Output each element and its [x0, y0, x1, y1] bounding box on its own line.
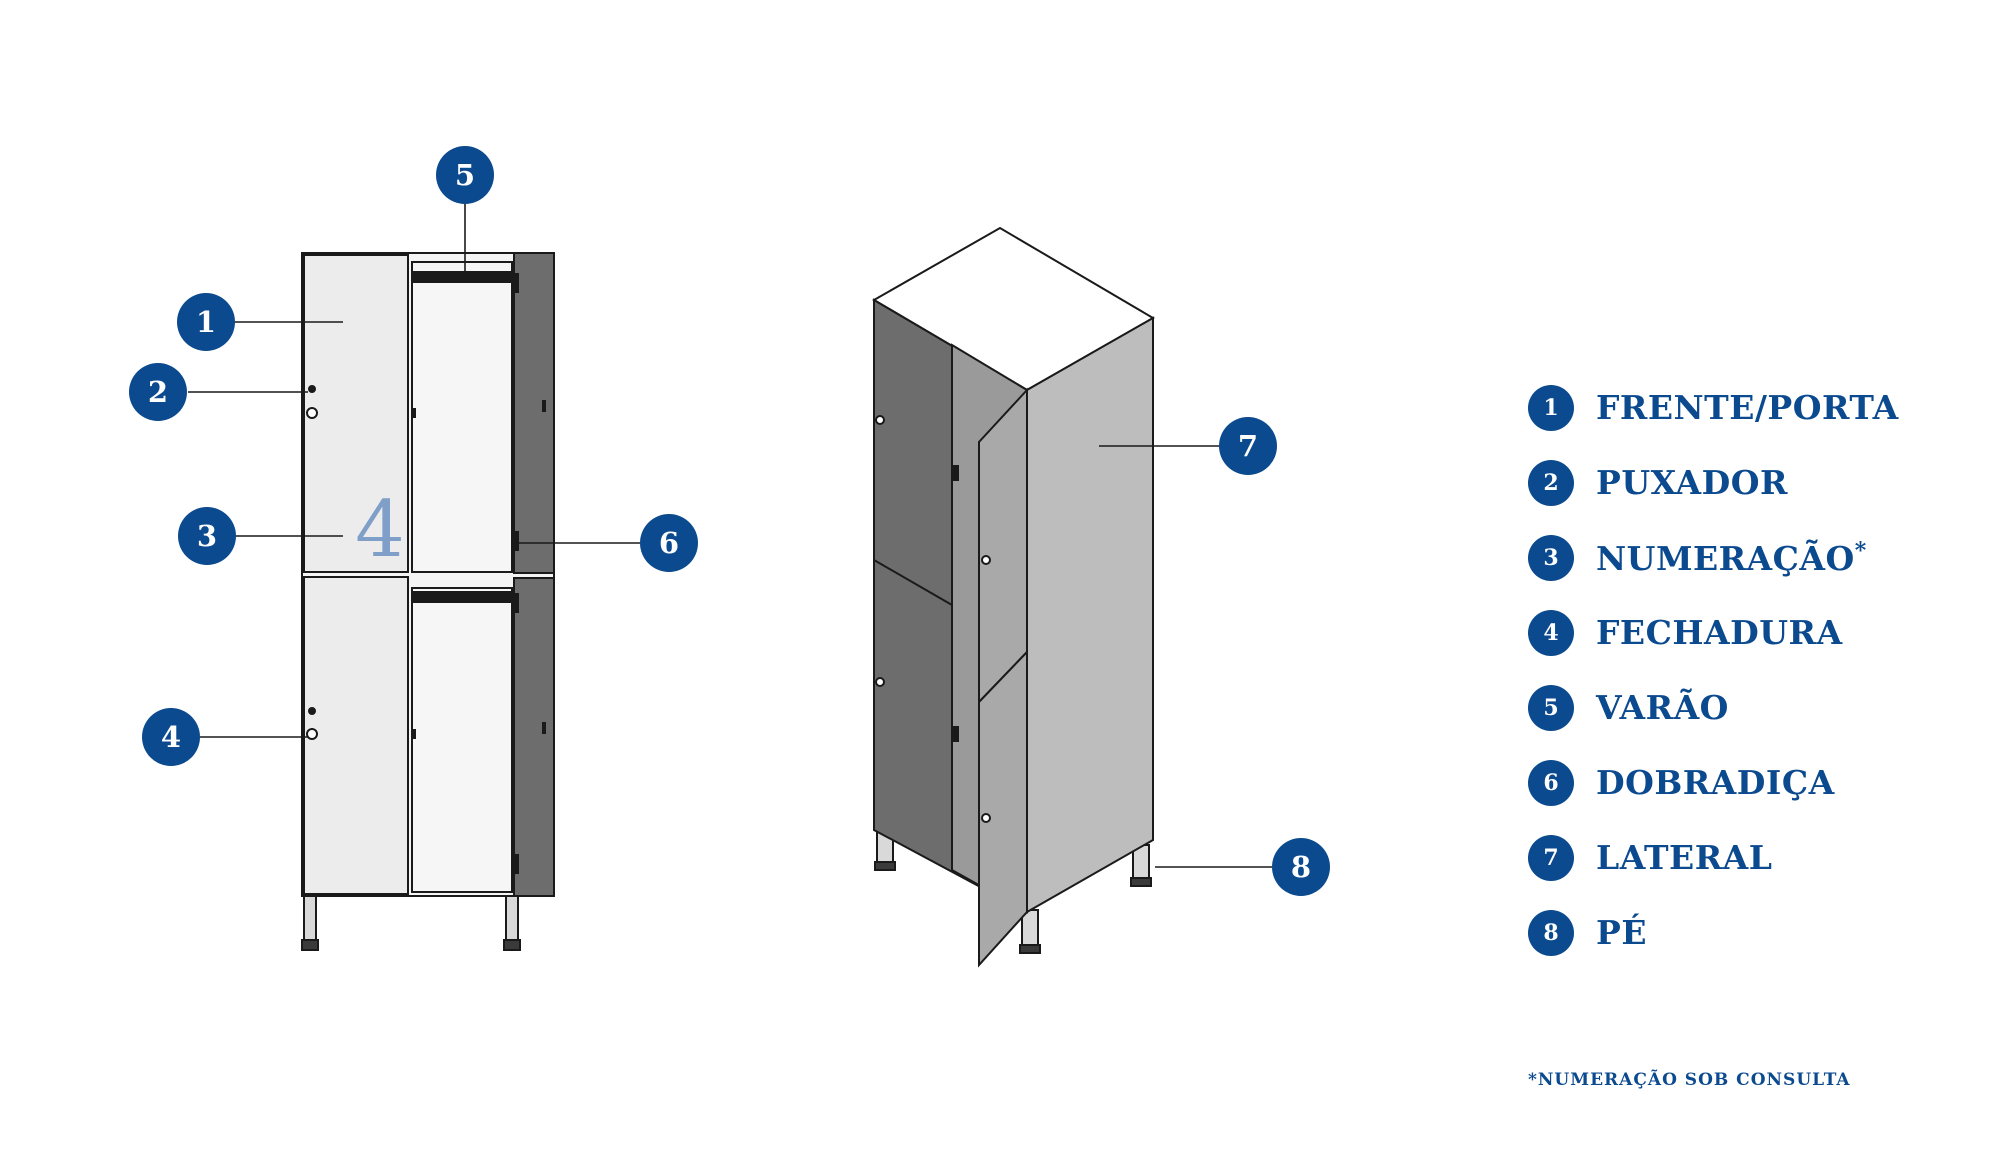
callout-badge-1: 1	[177, 293, 235, 351]
front-view-locker	[301, 252, 555, 951]
hinge-bottom-lower	[511, 854, 519, 874]
legend-badge: 2	[1528, 459, 1574, 506]
door-number: 4	[355, 485, 405, 575]
compartment-bottom-right	[411, 587, 513, 893]
front-door-top-left	[303, 254, 409, 573]
leader-lines	[188, 204, 1272, 868]
legend-item-pe: 8 PÉ	[1528, 895, 1988, 970]
isometric-locker	[872, 226, 1155, 968]
callout-number: 8	[1291, 850, 1311, 884]
callout-badge-4: 4	[142, 708, 200, 766]
legend-badge: 4	[1528, 609, 1574, 656]
iso-side-panel	[1026, 316, 1154, 914]
callout-number: 3	[197, 519, 217, 553]
asterisk-mark: *	[1854, 537, 1867, 564]
legend-label: PUXADOR	[1596, 463, 1788, 502]
pull-bottom	[308, 707, 316, 715]
legend-item-varao: 5 VARÃO	[1528, 670, 1988, 745]
legend-badge: 7	[1528, 834, 1574, 881]
legend-badge: 1	[1528, 384, 1574, 431]
callout-number: 6	[659, 526, 679, 560]
callout-badge-6: 6	[640, 514, 698, 572]
legend-badge: 6	[1528, 759, 1574, 806]
iso-open-door-lower	[978, 649, 1028, 968]
callout-number: 1	[196, 305, 216, 339]
hinge-top-upper	[511, 273, 519, 293]
hinge-top-lower	[511, 531, 519, 551]
callout-number: 5	[455, 158, 475, 192]
pull-top	[308, 385, 316, 393]
legend-label: NUMERAÇÃO*	[1596, 537, 1867, 578]
legend-badge: 3	[1528, 534, 1574, 581]
compartment-top-right	[411, 261, 513, 573]
open-door-edge-bottom	[513, 577, 555, 897]
legend-label: VARÃO	[1596, 688, 1729, 727]
hinge-bottom-upper	[511, 593, 519, 613]
callout-badge-7: 7	[1219, 417, 1277, 475]
legend-label: LATERAL	[1596, 838, 1773, 877]
callout-badge-2: 2	[129, 363, 187, 421]
legend-label: PÉ	[1596, 913, 1647, 952]
legend-item-lateral: 7 LATERAL	[1528, 820, 1988, 895]
callout-number: 2	[148, 375, 168, 409]
hanging-rod-bottom	[413, 591, 511, 603]
legend: 1 FRENTE/PORTA 2 PUXADOR 3 NUMERAÇÃO* 4 …	[1528, 370, 1988, 970]
legend-label: FRENTE/PORTA	[1596, 388, 1899, 427]
lock-bottom	[306, 728, 318, 740]
callout-badge-5: 5	[436, 146, 494, 204]
legend-label: DOBRADIÇA	[1596, 763, 1835, 802]
callout-badge-8: 8	[1272, 838, 1330, 896]
legend-item-puxador: 2 PUXADOR	[1528, 445, 1988, 520]
footnote: *NUMERAÇÃO SOB CONSULTA	[1528, 1070, 1851, 1090]
callout-badge-3: 3	[178, 507, 236, 565]
callout-number: 7	[1238, 429, 1258, 463]
front-door-bottom-left	[303, 576, 409, 895]
iso-open-door-upper	[978, 387, 1028, 705]
legend-badge: 5	[1528, 684, 1574, 731]
legend-item-frente-porta: 1 FRENTE/PORTA	[1528, 370, 1988, 445]
open-door-edge-top	[513, 252, 555, 574]
legend-item-dobradica: 6 DOBRADIÇA	[1528, 745, 1988, 820]
legend-item-numeracao: 3 NUMERAÇÃO*	[1528, 520, 1988, 595]
legend-item-fechadura: 4 FECHADURA	[1528, 595, 1988, 670]
lock-top	[306, 407, 318, 419]
hanging-rod-top	[413, 271, 511, 283]
legend-label: FECHADURA	[1596, 613, 1843, 652]
callout-number: 4	[161, 720, 181, 754]
legend-badge: 8	[1528, 909, 1574, 956]
